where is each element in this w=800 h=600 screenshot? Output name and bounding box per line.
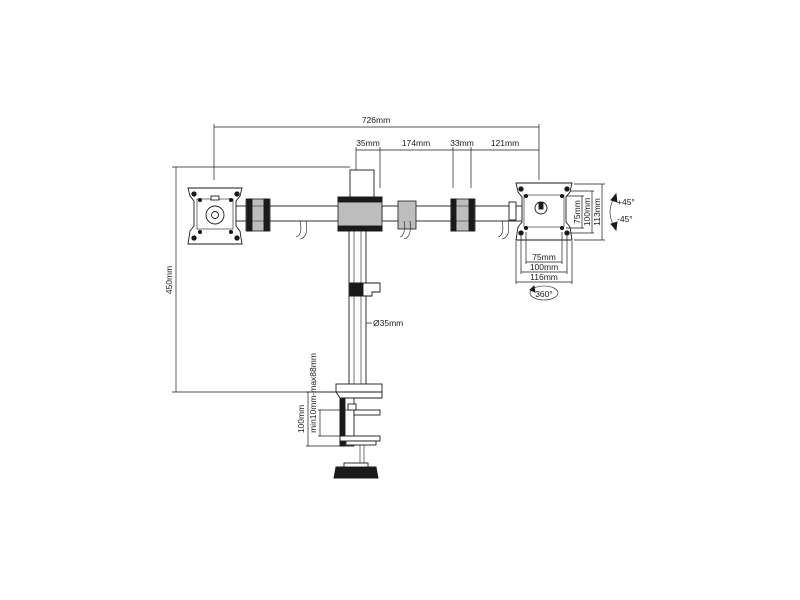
vesa-v-large-label: 100mm [582, 198, 592, 226]
right-vesa-plate [508, 182, 573, 241]
tilt-up-label: +45° [617, 197, 635, 207]
pole-diameter-label: Ø35mm [373, 318, 403, 328]
vesa-h-small-label: 75mm [532, 252, 556, 262]
arm-segment-dimensions: 35mm 174mm 33mm 121mm [355, 138, 539, 188]
plate-vertical-dimensions: 75mm 100mm 113mm [566, 183, 605, 241]
end-span-label: 121mm [491, 138, 519, 148]
right-arm-joints [397, 198, 510, 240]
left-vesa-plate [187, 187, 243, 245]
left-arm-joints [245, 198, 308, 240]
plate-horizontal-dimensions: 75mm 100mm 116mm [515, 232, 573, 284]
tilt-indicator: +45° -45° [609, 192, 635, 232]
clamp-dimensions: 100mm min10mm-max88mm [296, 353, 352, 447]
center-pole [337, 169, 383, 392]
tilt-down-label: -45° [617, 214, 633, 224]
joint-width-label: 33mm [450, 138, 474, 148]
rotation-label: 360° [535, 289, 553, 299]
arm-span-label: 174mm [402, 138, 430, 148]
plate-width-label: 116mm [530, 272, 558, 282]
pole-width-label: 35mm [356, 138, 380, 148]
rotation-indicator: 360° [529, 285, 559, 301]
desk-clamp [333, 383, 383, 479]
total-width-dimension: 726mm [213, 115, 540, 180]
vesa-v-small-label: 75mm [572, 200, 582, 224]
height-label: 450mm [164, 266, 174, 294]
vesa-h-large-label: 100mm [530, 262, 558, 272]
pole-diameter-callout: Ø35mm [366, 318, 403, 328]
clamp-range-label: min10mm-max88mm [308, 353, 318, 433]
total-width-label: 726mm [362, 115, 390, 125]
clamp-height-label: 100mm [296, 405, 306, 433]
plate-height-label: 113mm [592, 198, 602, 226]
